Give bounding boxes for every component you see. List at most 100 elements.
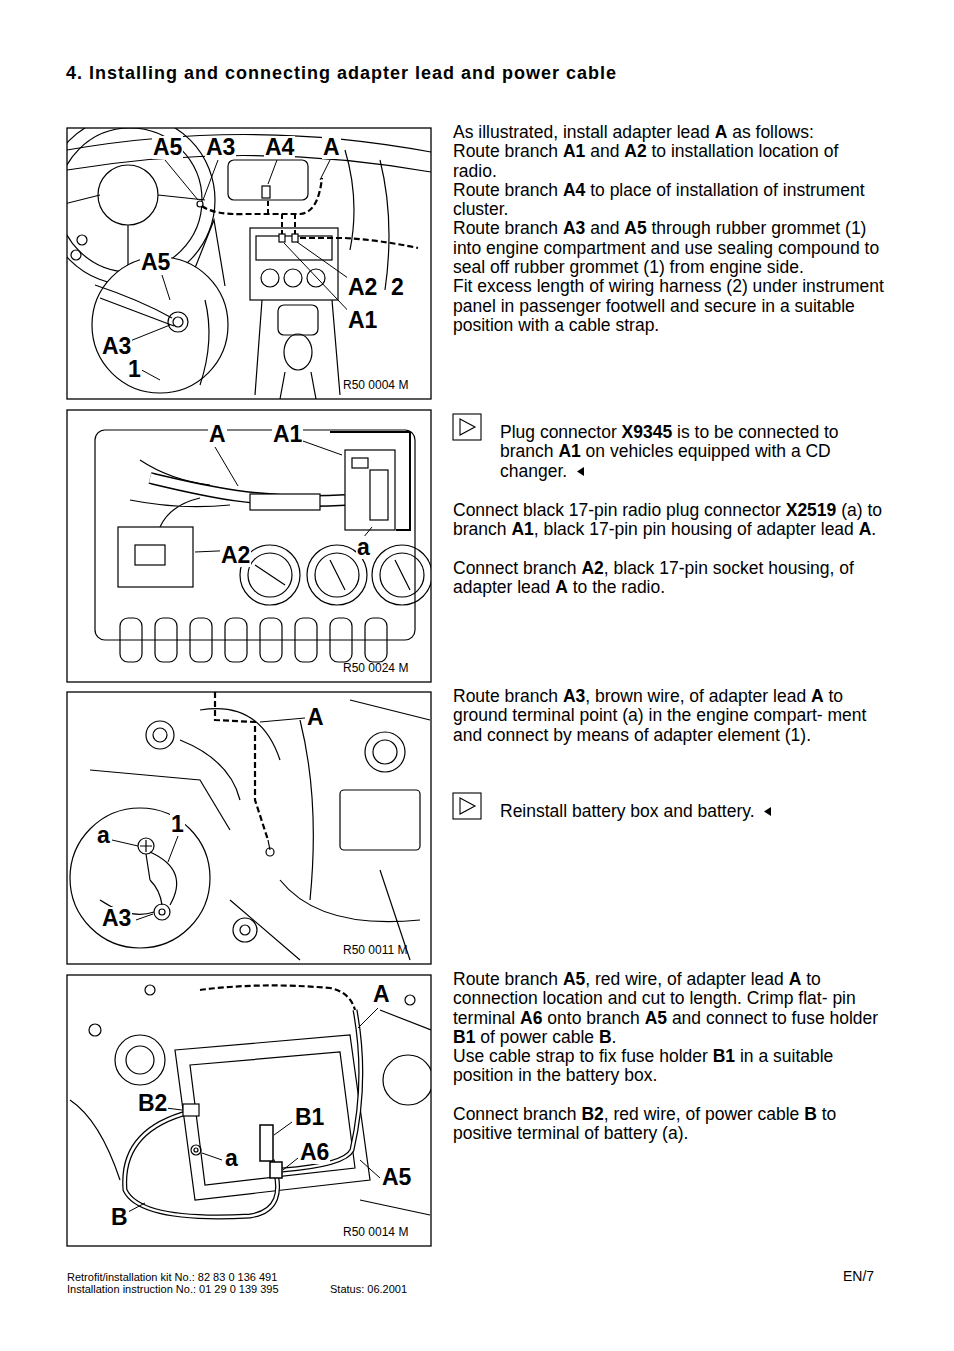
note-end-mark bbox=[759, 806, 773, 817]
note-symbol bbox=[453, 414, 481, 819]
text-column: Connect black 17-pin radio plug connecto… bbox=[453, 501, 885, 597]
text-column: As illustrated, install adapter lead A a… bbox=[453, 123, 885, 335]
callout-letter: A3 bbox=[101, 335, 132, 358]
reference-code: A3 bbox=[563, 686, 585, 706]
instruction-text: Use cable strap to fix fuse holder B1 in… bbox=[453, 1046, 833, 1085]
callout-letter: A bbox=[306, 706, 325, 729]
callout-letter: A5 bbox=[381, 1166, 412, 1189]
text-column: Route branch A5, red wire, of adapter le… bbox=[453, 970, 885, 1144]
instruction-text: Route branch A5, red wire, of adapter le… bbox=[453, 969, 878, 1047]
reference-code: A3 bbox=[563, 218, 585, 238]
reference-code: B2 bbox=[581, 1104, 603, 1124]
paragraph-block: Route branch A3 and A5 through rubber gr… bbox=[453, 219, 885, 277]
reference-code: A1 bbox=[511, 519, 533, 539]
callout-letter: a bbox=[356, 536, 371, 559]
callout-letter: A1 bbox=[272, 423, 303, 446]
instruction-text: Connect black 17-pin radio plug connecto… bbox=[453, 500, 882, 539]
instruction-text: Fit excess length of wiring harness (2) … bbox=[453, 276, 884, 335]
instruction-text: Reinstall battery box and battery. bbox=[500, 801, 755, 821]
instruction-text: Route branch A4 to place of installation… bbox=[453, 180, 865, 219]
footer-text: Status: 06.2001 bbox=[330, 1283, 407, 1296]
paragraph-block: Route branch A1 and A2 to installation l… bbox=[453, 142, 885, 181]
figure-frame bbox=[67, 128, 431, 399]
reference-code: A bbox=[789, 969, 802, 989]
paragraph-block: Use cable strap to fix fuse holder B1 in… bbox=[453, 1047, 885, 1086]
text-column: Plug connector X9345 is to be connected … bbox=[500, 423, 885, 481]
reference-code: A5 bbox=[563, 969, 585, 989]
reference-code: A bbox=[715, 122, 728, 142]
reference-code: A2 bbox=[624, 141, 646, 161]
reference-code: B bbox=[599, 1027, 612, 1047]
instruction-text: Plug connector X9345 is to be connected … bbox=[500, 422, 839, 481]
callout-letter: A bbox=[322, 136, 341, 159]
paragraph-block: Connect black 17-pin radio plug connecto… bbox=[453, 501, 885, 540]
reference-code: A5 bbox=[645, 1008, 667, 1028]
reference-code: A6 bbox=[520, 1008, 542, 1028]
callout-letter: A bbox=[372, 983, 391, 1006]
paragraph-block: As illustrated, install adapter lead A a… bbox=[453, 123, 885, 142]
callout-letter: A6 bbox=[299, 1141, 330, 1164]
reference-code: X9345 bbox=[622, 422, 673, 442]
figure-frame bbox=[67, 410, 431, 682]
callout-letter: B1 bbox=[294, 1106, 325, 1129]
reference-code: B bbox=[804, 1104, 817, 1124]
instruction-text: Route branch A3 and A5 through rubber gr… bbox=[453, 218, 879, 277]
instruction-text: As illustrated, install adapter lead A a… bbox=[453, 122, 814, 142]
callout-letter: a bbox=[224, 1147, 239, 1170]
footer-text: EN/7 bbox=[843, 1268, 874, 1284]
text-column: Reinstall battery box and battery. bbox=[500, 802, 885, 821]
reference-code: X2519 bbox=[786, 500, 837, 520]
callout-letter: a bbox=[96, 824, 111, 847]
callout-letter: A2 bbox=[220, 544, 251, 567]
radio-drawing bbox=[95, 430, 431, 662]
paragraph-block: Plug connector X9345 is to be connected … bbox=[500, 423, 885, 481]
instruction-text: Route branch A1 and A2 to installation l… bbox=[453, 141, 838, 180]
reference-code: A bbox=[555, 577, 568, 597]
paragraph-block: Route branch A5, red wire, of adapter le… bbox=[453, 970, 885, 1047]
callout-letter: B2 bbox=[137, 1092, 168, 1115]
reference-code: A1 bbox=[558, 441, 580, 461]
reference-code: A1 bbox=[563, 141, 585, 161]
reference-code: A2 bbox=[581, 558, 603, 578]
reference-code: A bbox=[859, 519, 872, 539]
callout-letter: 1 bbox=[127, 358, 142, 381]
instruction-text: Connect branch B2, red wire, of power ca… bbox=[453, 1104, 836, 1143]
footer-text: Retrofit/installation kit No.: 82 83 0 1… bbox=[67, 1271, 277, 1284]
reference-code: B1 bbox=[453, 1027, 475, 1047]
callout-letter: 1 bbox=[170, 813, 185, 836]
footer-text: Installation instruction No.: 01 29 0 13… bbox=[67, 1283, 279, 1296]
callout-letter: A5 bbox=[152, 136, 183, 159]
figure-code: R50 0014 M bbox=[343, 1226, 408, 1240]
reference-code: A5 bbox=[624, 218, 646, 238]
figure-code: R50 0004 M bbox=[343, 379, 408, 393]
callout-letter: A4 bbox=[264, 136, 295, 159]
figure-frame bbox=[67, 975, 431, 1246]
callout-letter: A5 bbox=[140, 251, 171, 274]
instruction-text: Route branch A3, brown wire, of adapter … bbox=[453, 686, 866, 745]
callout-letter: A bbox=[208, 423, 227, 446]
callout-letter: A1 bbox=[347, 309, 378, 332]
callout-letter: A3 bbox=[205, 136, 236, 159]
section-title: 4. Installing and connecting adapter lea… bbox=[66, 63, 617, 84]
callout-letter: B bbox=[110, 1206, 129, 1229]
callout-letter: 2 bbox=[390, 276, 405, 299]
text-column: Route branch A3, brown wire, of adapter … bbox=[453, 687, 885, 745]
note-end-mark bbox=[572, 466, 586, 477]
battery-drawing bbox=[70, 985, 431, 1217]
paragraph-block: Fit excess length of wiring harness (2) … bbox=[453, 277, 885, 335]
figure-frame bbox=[67, 692, 431, 964]
paragraph-block: Connect branch B2, red wire, of power ca… bbox=[453, 1105, 885, 1144]
ground-drawing bbox=[70, 692, 430, 960]
reference-code: A4 bbox=[563, 180, 585, 200]
paragraph-block: Connect branch A2, black 17-pin socket h… bbox=[453, 559, 885, 598]
dashboard-drawing bbox=[67, 128, 431, 399]
reference-code: B1 bbox=[713, 1046, 735, 1066]
paragraph-block: Route branch A4 to place of installation… bbox=[453, 181, 885, 220]
paragraph-block: Reinstall battery box and battery. bbox=[500, 802, 885, 821]
instruction-text: Connect branch A2, black 17-pin socket h… bbox=[453, 558, 854, 597]
callout-letter: A3 bbox=[101, 907, 132, 930]
figure-code: R50 0024 M bbox=[343, 662, 408, 676]
paragraph-block: Route branch A3, brown wire, of adapter … bbox=[453, 687, 885, 745]
figure-code: R50 0011 M bbox=[343, 944, 407, 958]
